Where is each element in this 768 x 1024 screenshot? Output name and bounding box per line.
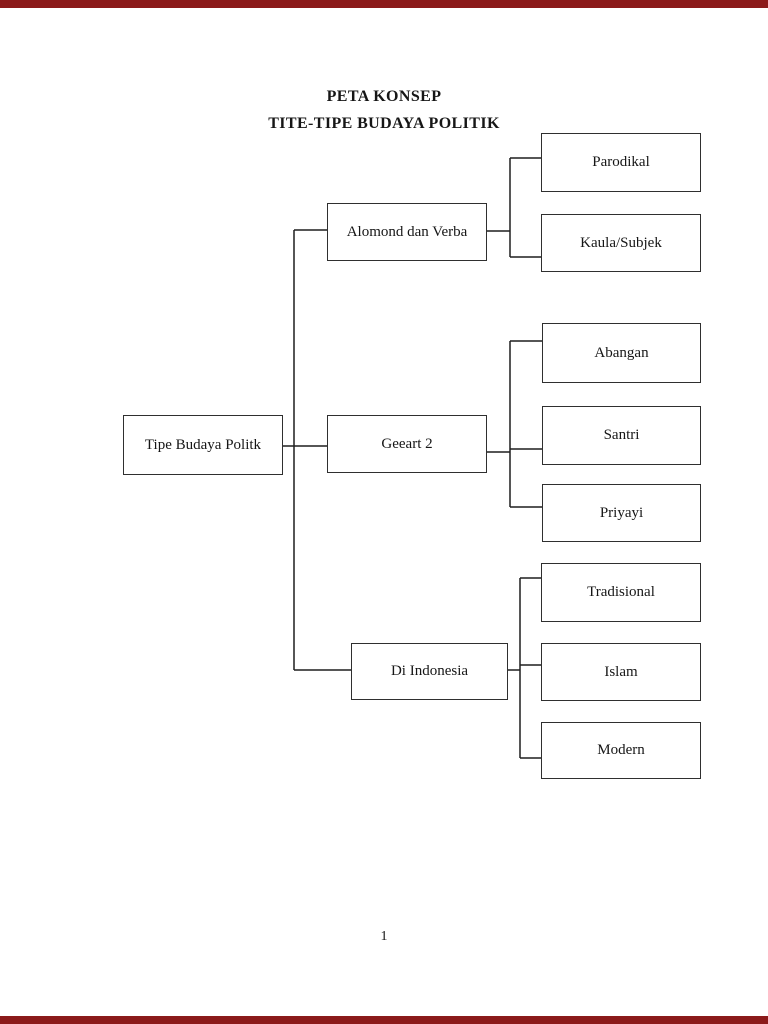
node-santri: Santri [542,406,701,465]
node-islam: Islam [541,643,701,701]
node-parodikal: Parodikal [541,133,701,192]
node-priyayi: Priyayi [542,484,701,542]
node-modern: Modern [541,722,701,779]
node-abangan: Abangan [542,323,701,383]
node-di-indonesia: Di Indonesia [351,643,508,700]
node-tipe-budaya-politk: Tipe Budaya Politk [123,415,283,475]
node-alomond-dan-verba: Alomond dan Verba [327,203,487,261]
node-tradisional: Tradisional [541,563,701,622]
top-red-bar [0,0,768,8]
page-number: 1 [380,929,388,944]
doc-title-line1: PETA KONSEP [326,88,442,105]
node-kaula-subjek: Kaula/Subjek [541,214,701,272]
node-geeart-2: Geeart 2 [327,415,487,473]
doc-title-line2: TITE-TIPE BUDAYA POLITIK [268,115,500,132]
bottom-red-bar [0,1016,768,1024]
